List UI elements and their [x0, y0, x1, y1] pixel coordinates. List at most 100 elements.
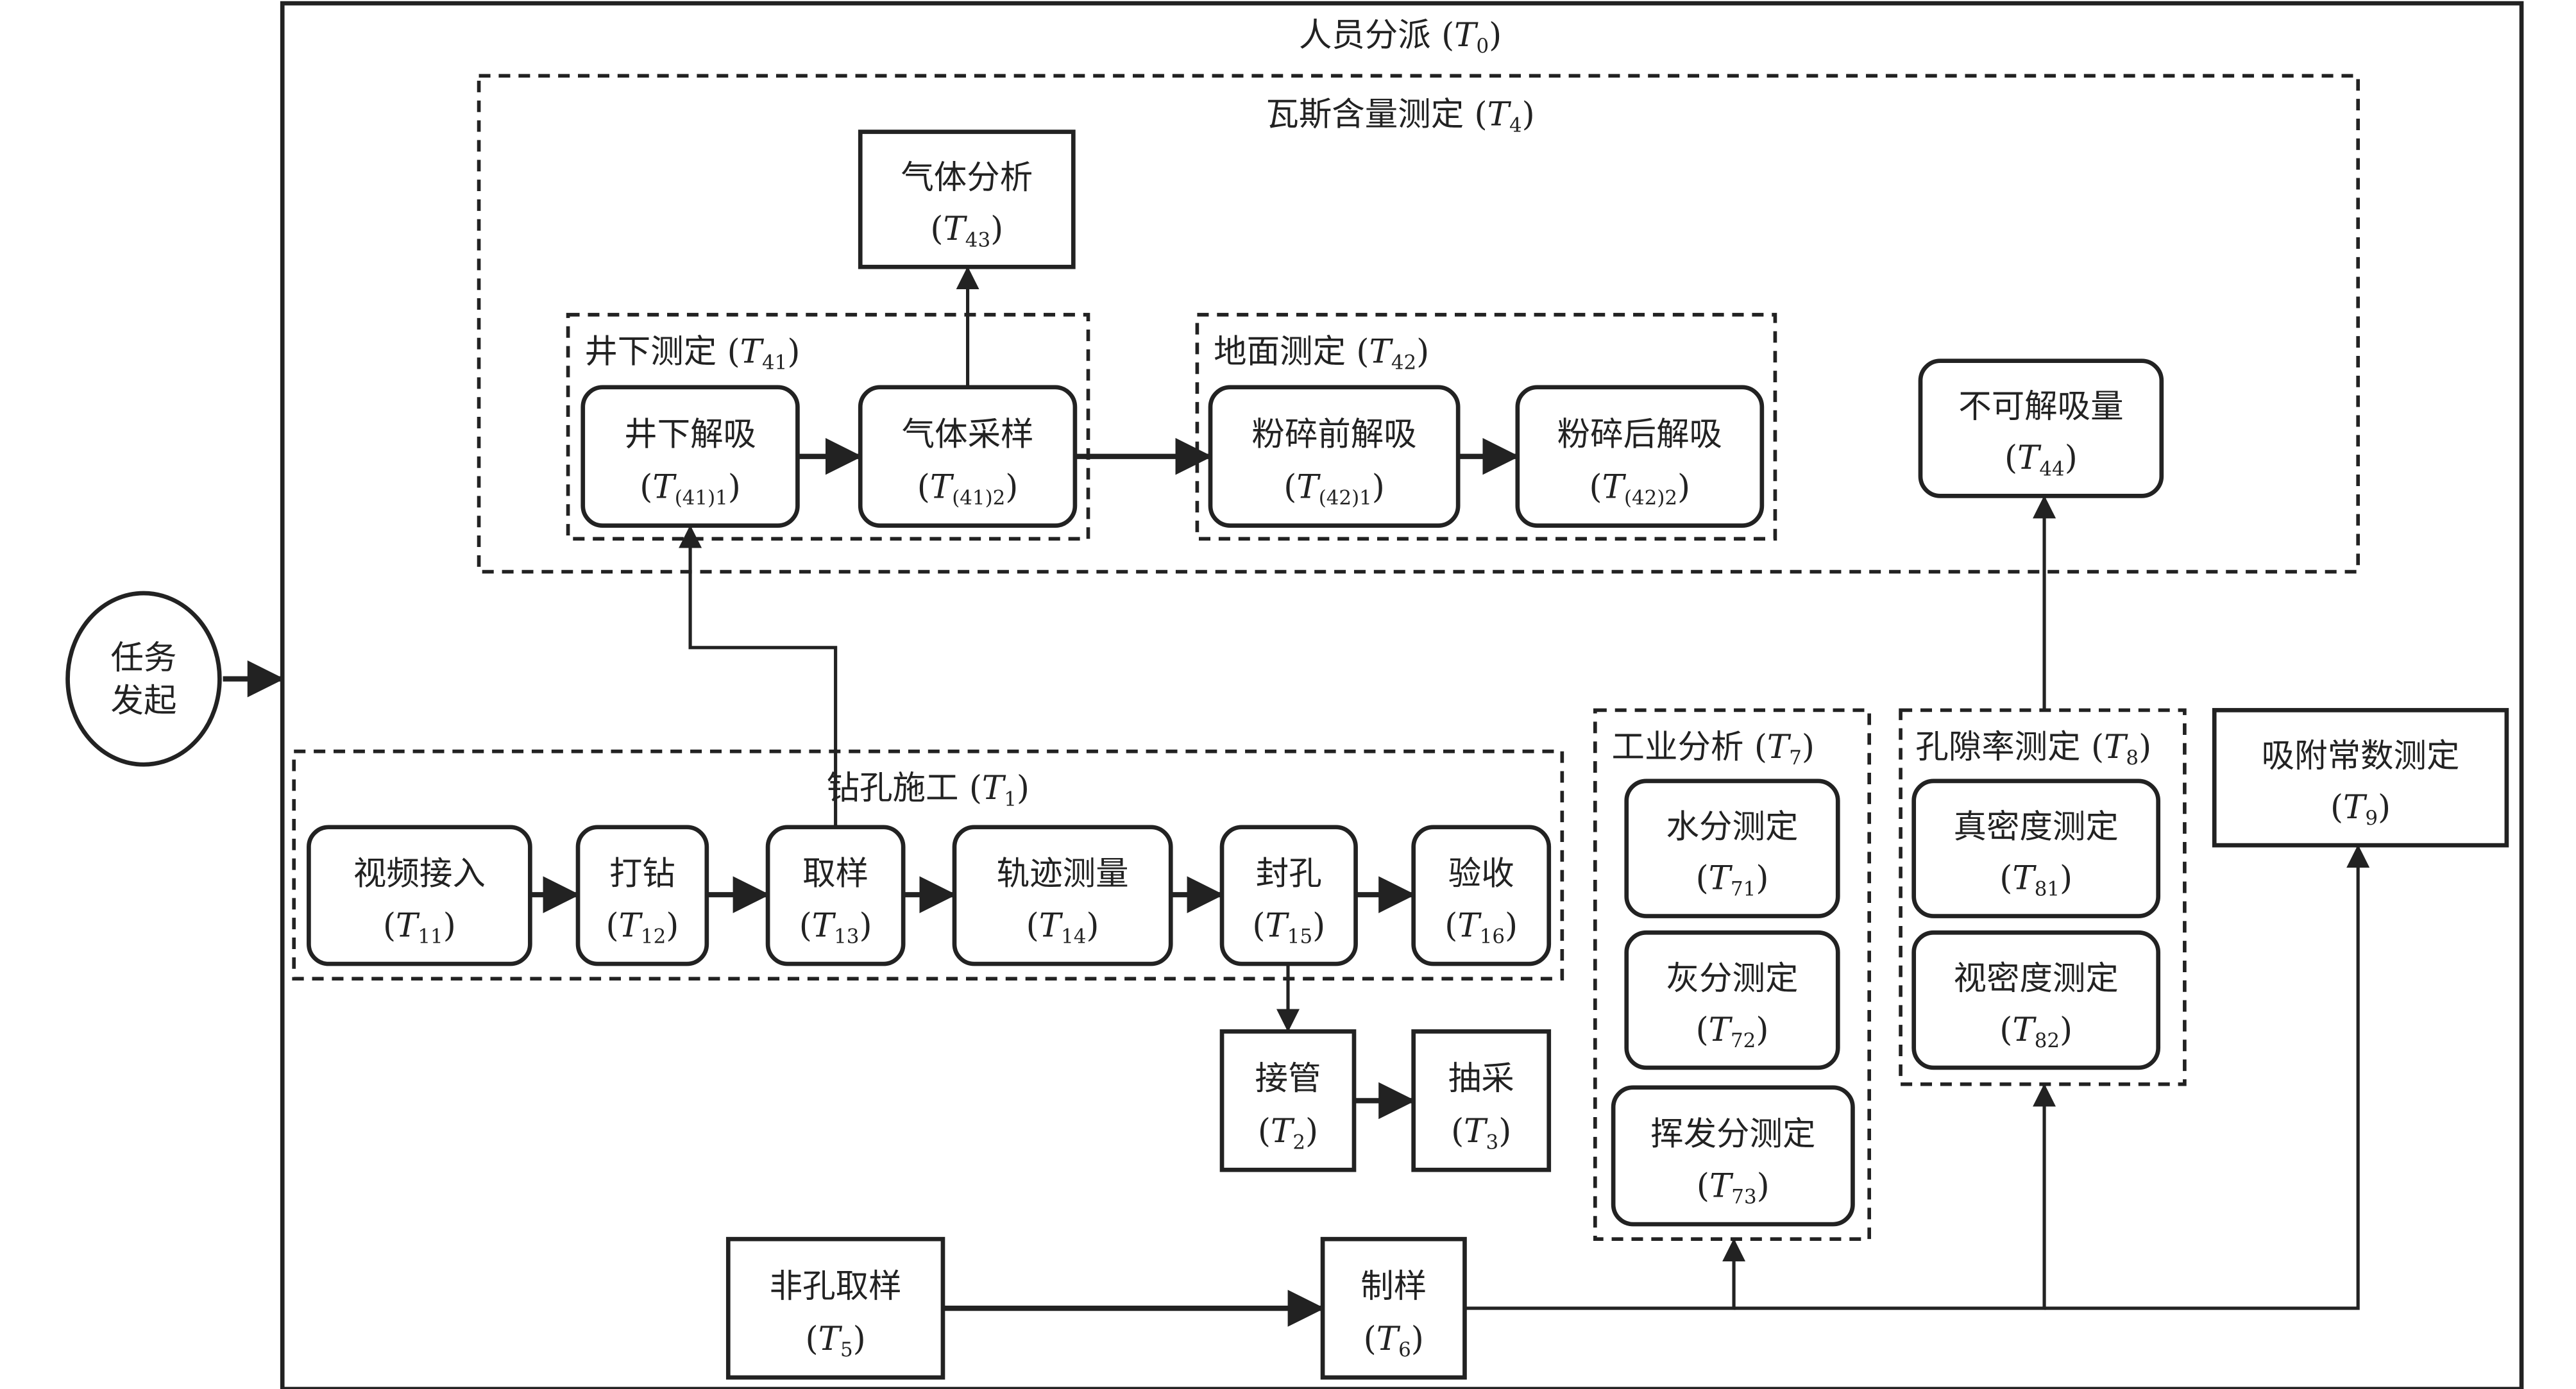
node-T6[interactable]: 制样(T6)	[1320, 1236, 1467, 1380]
node-T12[interactable]: 打钻(T12)	[575, 825, 709, 966]
node-T2-box[interactable]	[1219, 1029, 1357, 1172]
node-T421-code-paren-close: )	[1372, 468, 1385, 507]
node-T2-code-code: T	[1271, 1112, 1295, 1150]
node-T81-code: (T81)	[1999, 859, 2072, 900]
node-T16-code-paren-close: )	[1505, 906, 1518, 945]
node-T11-box[interactable]	[307, 825, 532, 966]
group-T42-label-paren-close: )	[1416, 332, 1429, 371]
node-T13-box[interactable]	[765, 825, 906, 966]
node-T71-box[interactable]	[1624, 779, 1840, 918]
node-T71-title: 水分测定	[1666, 807, 1799, 846]
node-T421-code-paren-open: (	[1284, 468, 1296, 507]
node-T15-code-paren-close: )	[1312, 906, 1325, 945]
node-T82[interactable]: 视密度测定(T82)	[1911, 930, 2161, 1070]
node-T9-code-paren-open: (	[2330, 788, 2343, 827]
node-T16-box[interactable]	[1411, 825, 1552, 966]
node-T72-title: 灰分测定	[1666, 959, 1799, 998]
node-T14-title: 轨迹测量	[997, 854, 1129, 893]
node-T2[interactable]: 接管(T2)	[1219, 1029, 1357, 1172]
node-T422[interactable]: 粉碎后解吸(T(42)2)	[1515, 385, 1765, 528]
node-T44[interactable]: 不可解吸量(T44)	[1918, 358, 2164, 498]
node-T44-box[interactable]	[1918, 358, 2164, 498]
node-T11-code-paren-open: (	[383, 906, 396, 945]
node-T6-code: (T6)	[1364, 1320, 1424, 1361]
node-T412-box[interactable]	[858, 385, 1078, 528]
node-T16[interactable]: 验收(T16)	[1411, 825, 1552, 966]
group-T1-label-paren-open: (	[969, 769, 982, 807]
node-T411-box[interactable]	[580, 385, 800, 528]
node-T43-box[interactable]	[858, 130, 1076, 269]
node-T14[interactable]: 轨迹测量(T14)	[952, 825, 1173, 966]
node-T3[interactable]: 抽采(T3)	[1411, 1029, 1552, 1172]
node-T411-code-paren-open: (	[640, 468, 652, 507]
node-T43[interactable]: 气体分析 (T43)	[858, 130, 1076, 269]
task-start-ellipse[interactable]	[65, 591, 222, 767]
node-T6-code-paren-open: (	[1364, 1320, 1377, 1358]
group-T41-label: 井下测定 (T41)	[584, 332, 800, 374]
node-T82-box[interactable]	[1911, 930, 2161, 1070]
node-T71[interactable]: 水分测定(T71)	[1624, 779, 1840, 918]
node-T12-code-paren-open: (	[606, 906, 619, 945]
node-T81[interactable]: 真密度测定(T81)	[1911, 779, 2161, 918]
node-T15-box[interactable]	[1219, 825, 1358, 966]
group-T1-border	[292, 749, 1564, 981]
node-T81-box[interactable]	[1911, 779, 2161, 918]
node-T9[interactable]: 吸附常数测定(T9)	[2212, 708, 2509, 848]
task-start-label-line: 发起	[110, 682, 176, 720]
node-T14-box[interactable]	[952, 825, 1173, 966]
node-T16-code-paren-open: (	[1445, 906, 1457, 945]
node-T11[interactable]: 视频接入(T11)	[307, 825, 532, 966]
node-T412[interactable]: 气体采样(T(41)2)	[858, 385, 1078, 528]
group-T4-label-text: 瓦斯含量测定	[1266, 95, 1474, 133]
node-T11-title: 视频接入	[353, 854, 486, 893]
node-T13[interactable]: 取样(T13)	[765, 825, 906, 966]
node-T73-code-paren-open: (	[1697, 1166, 1709, 1205]
node-T422-code-subscript: (42)2	[1624, 487, 1677, 510]
group-T42-label-paren-open: (	[1356, 332, 1369, 371]
node-T421-code-subscript: (42)1	[1319, 487, 1372, 510]
node-T15[interactable]: 封孔(T15)	[1219, 825, 1358, 966]
node-T3-code-paren-close: )	[1498, 1112, 1511, 1150]
node-T412-code-subscript: (41)2	[952, 487, 1005, 510]
node-T73[interactable]: 挥发分测定(T73)	[1611, 1085, 1855, 1227]
node-T421[interactable]: 粉碎前解吸(T(42)1)	[1208, 385, 1461, 528]
group-T8-label-paren-close: )	[2139, 728, 2151, 766]
node-T5-box[interactable]	[725, 1236, 945, 1380]
group-T1: 钻孔施工 (T1)	[292, 749, 1564, 981]
node-T9-box[interactable]	[2212, 708, 2509, 848]
node-T3-code-code: T	[1464, 1112, 1488, 1150]
node-T43-code-paren-open: (	[930, 210, 943, 248]
node-T12-code: (T12)	[606, 906, 679, 948]
node-T16-code-subscript: 16	[1480, 925, 1505, 948]
node-T13-code: (T13)	[799, 906, 872, 948]
node-T43-title: 气体分析	[901, 158, 1033, 197]
node-T5-code-subscript: 5	[840, 1338, 853, 1361]
node-T12-box[interactable]	[575, 825, 709, 966]
node-T81-code-paren-open: (	[1999, 859, 2012, 897]
node-T72[interactable]: 灰分测定 (T72)	[1624, 930, 1840, 1070]
node-T2-code-paren-close: )	[1305, 1112, 1318, 1150]
node-T72-box[interactable]	[1624, 930, 1840, 1070]
node-T71-code-subscript: 71	[1731, 878, 1756, 901]
edge-T6-to-T7	[1464, 1238, 1746, 1310]
node-T73-code-code: T	[1709, 1166, 1734, 1205]
node-T6-box[interactable]	[1320, 1236, 1467, 1380]
node-T11-code-code: T	[396, 906, 420, 945]
edge-T13-to-T411	[679, 525, 838, 827]
node-T5[interactable]: 非孔取样(T5)	[725, 1236, 945, 1380]
node-T15-code-code: T	[1265, 906, 1289, 945]
group-T8-label: 孔隙率测定 (T8)	[1915, 728, 2151, 770]
node-T421-box[interactable]	[1208, 385, 1461, 528]
node-T3-box[interactable]	[1411, 1029, 1552, 1172]
node-T412-code-paren-close: )	[1005, 468, 1018, 507]
node-T82-code-paren-open: (	[1999, 1011, 2012, 1049]
node-T73-box[interactable]	[1611, 1085, 1855, 1227]
node-T422-box[interactable]	[1515, 385, 1765, 528]
node-T44-code-code: T	[2017, 439, 2042, 477]
node-T72-code: (T72)	[1696, 1011, 1769, 1052]
node-T422-code: (T(42)2)	[1589, 468, 1691, 510]
node-T43-code: (T43)	[930, 210, 1003, 251]
group-T42-label: 地面测定 (T42)	[1214, 332, 1429, 374]
node-T411[interactable]: 井下解吸(T(41)1)	[580, 385, 800, 528]
